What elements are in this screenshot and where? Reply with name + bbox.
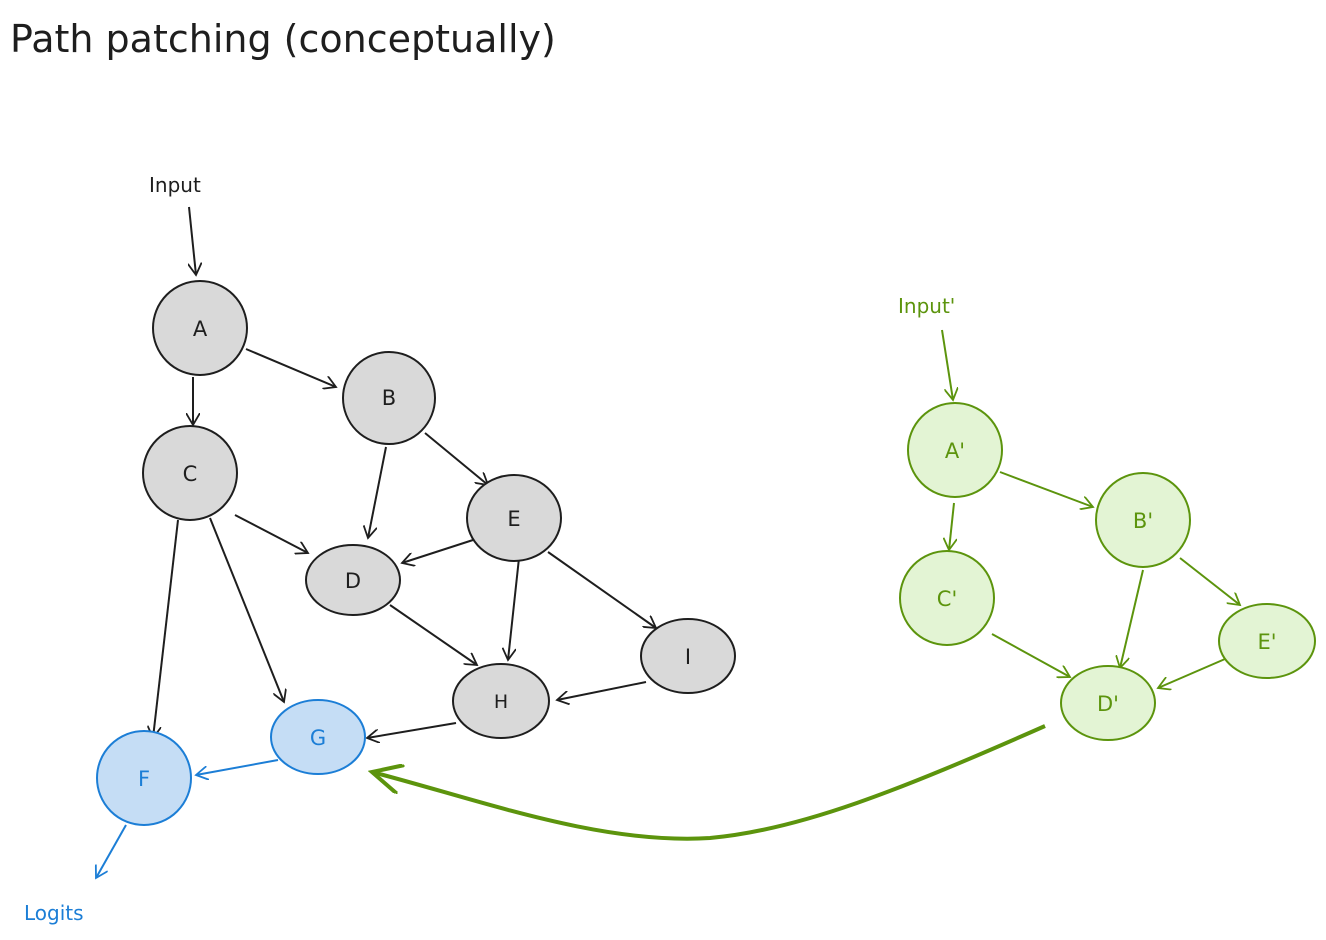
edge-f-logits	[96, 824, 127, 878]
output-edges	[96, 759, 279, 878]
node-e-prime-label: E'	[1257, 630, 1276, 654]
edge-c-f	[153, 519, 179, 738]
node-h-label: H	[494, 691, 508, 713]
node-b: B	[342, 351, 436, 445]
edge-c-d	[234, 514, 308, 553]
edge-a2-c2	[949, 502, 954, 550]
node-g: G	[270, 699, 366, 775]
edge-c2-d2	[991, 633, 1070, 677]
node-e: E	[466, 474, 562, 562]
edge-i-h	[557, 681, 647, 700]
edge-e-i	[547, 551, 656, 628]
edge-e-h	[508, 557, 520, 660]
node-a-prime: A'	[907, 402, 1003, 498]
edge-g-f	[196, 759, 279, 775]
node-b-prime-label: B'	[1133, 509, 1153, 533]
node-d-prime-label: D'	[1097, 692, 1119, 716]
input-prime-label: Input'	[898, 294, 955, 318]
node-i-label: I	[685, 645, 691, 669]
edge-c-g	[209, 517, 284, 702]
patch-arrow	[372, 724, 1046, 841]
edge-b-e	[424, 432, 488, 485]
edge-d-h	[389, 604, 477, 665]
node-d: D	[305, 544, 401, 616]
node-d-label: D	[345, 569, 361, 593]
node-c-prime: C'	[899, 550, 995, 646]
node-e-prime: E'	[1218, 603, 1316, 679]
node-c: C	[142, 425, 238, 521]
node-e-label: E	[507, 507, 520, 531]
edge-input-a	[189, 206, 196, 275]
node-c-label: C	[183, 462, 198, 486]
edge-input2-a2	[941, 329, 953, 400]
node-a-label: A	[193, 317, 208, 341]
edge-b-d	[368, 446, 387, 538]
clean-graph-edges	[153, 206, 656, 738]
node-a-prime-label: A'	[945, 439, 965, 463]
edge-e-d	[402, 539, 474, 563]
node-g-label: G	[310, 726, 326, 750]
corrupted-graph-edges	[941, 329, 1240, 688]
node-d-prime: D'	[1060, 665, 1156, 741]
edge-a2-b2	[999, 471, 1093, 507]
node-f-label: F	[138, 767, 150, 791]
edge-e2-d2	[1158, 658, 1226, 688]
edge-a-b	[245, 348, 336, 387]
node-h: H	[452, 663, 550, 739]
logits-label: Logits	[24, 901, 84, 925]
edge-b2-d2	[1120, 569, 1144, 668]
page-title: Path patching (conceptually)	[10, 17, 556, 61]
input-label: Input	[149, 173, 201, 197]
node-a: A	[152, 280, 248, 376]
node-i: I	[640, 618, 736, 694]
node-b-label: B	[382, 386, 396, 410]
edge-h-g	[367, 722, 457, 738]
node-f: F	[96, 730, 192, 826]
node-b-prime: B'	[1095, 472, 1191, 568]
node-c-prime-label: C'	[937, 587, 957, 611]
edge-b2-e2	[1179, 557, 1240, 605]
